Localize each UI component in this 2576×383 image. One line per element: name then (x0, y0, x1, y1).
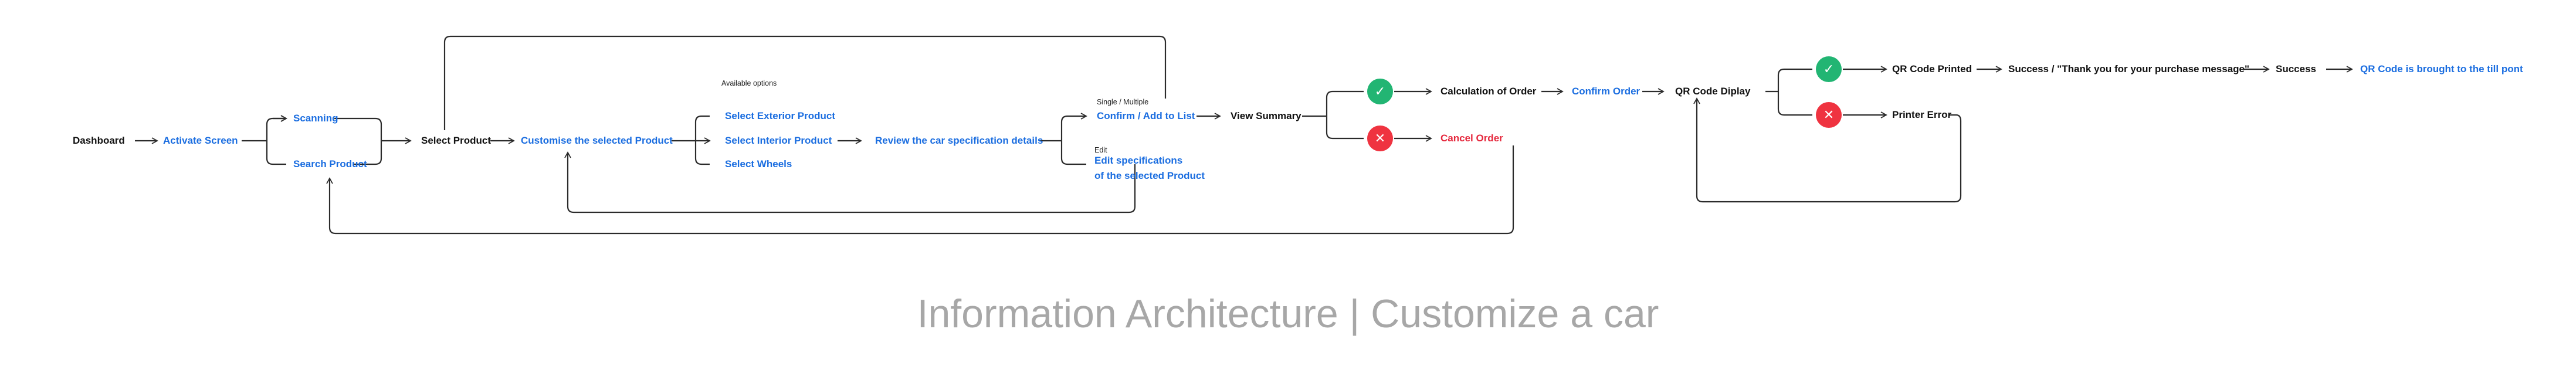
node-success: Success (2276, 63, 2316, 74)
node-customise-product[interactable]: Customise the selected Product (521, 135, 673, 146)
node-edit-spec-line2[interactable]: of the selected Product (1094, 170, 1205, 181)
node-qr-printed: QR Code Printed (1892, 63, 1972, 74)
connector-summary-branch (1302, 90, 1364, 140)
node-activate-screen[interactable]: Activate Screen (163, 135, 238, 146)
node-edit-spec-line1[interactable]: Edit specifications (1094, 155, 1183, 166)
check-icon: ✓ (1816, 56, 1842, 82)
label-available-options: Available options (721, 79, 777, 87)
node-calculation-order: Calculation of Order (1440, 86, 1537, 97)
node-scanning[interactable]: Scanning (293, 113, 338, 124)
node-review-specification[interactable]: Review the car specification details (875, 135, 1043, 146)
connector-activate-branch (242, 118, 286, 165)
node-success-message: Success / "Thank you for your purchase m… (2008, 63, 2250, 74)
node-view-summary: View Summary (1231, 110, 1301, 121)
label-single-multiple: Single / Multiple (1097, 98, 1149, 106)
close-icon: ✕ (1816, 102, 1842, 128)
node-select-wheels[interactable]: Select Wheels (725, 158, 792, 170)
node-printer-error: Printer Error (1892, 109, 1952, 120)
connector-review-branch (1039, 116, 1086, 165)
connector-merge-select (334, 117, 411, 165)
check-icon: ✓ (1367, 79, 1393, 104)
node-confirm-add[interactable]: Confirm / Add to List (1097, 110, 1195, 121)
connector-cancel-loop (326, 145, 1514, 235)
node-search-product[interactable]: Search Product (293, 158, 367, 170)
node-cancel-order[interactable]: Cancel Order (1440, 133, 1503, 144)
node-qr-display: QR Code Diplay (1675, 86, 1751, 97)
connector-printer-error-loop (1693, 97, 1962, 203)
connector-customise-options (672, 115, 710, 165)
connector-qr-branch (1765, 68, 1812, 116)
node-dashboard: Dashboard (73, 135, 125, 146)
node-select-exterior[interactable]: Select Exterior Product (725, 110, 836, 121)
connector-loop-top (443, 35, 1167, 130)
label-edit: Edit (1094, 146, 1107, 154)
node-qr-till[interactable]: QR Code is brought to the till pont (2360, 63, 2523, 74)
node-select-interior[interactable]: Select Interior Product (725, 135, 832, 146)
node-select-product: Select Product (421, 135, 492, 146)
node-confirm-order[interactable]: Confirm Order (1572, 86, 1640, 97)
connector-edit-loop (564, 151, 1136, 213)
page-title: Information Architecture | Customize a c… (917, 292, 1659, 336)
close-icon: ✕ (1367, 126, 1393, 151)
